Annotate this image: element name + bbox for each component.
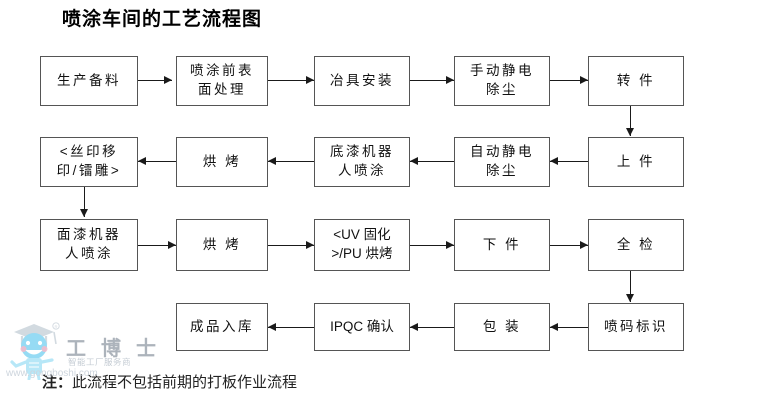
watermark-brand: 工 博 士 bbox=[66, 338, 161, 360]
arrowhead-n2-n3 bbox=[306, 76, 314, 84]
arrowhead-n5-n6 bbox=[626, 128, 634, 136]
arrowhead-n16-n17 bbox=[550, 323, 558, 331]
arrowhead-n9-n10 bbox=[138, 157, 146, 165]
flow-node-ipqc-queren[interactable]: IPQC 确认 bbox=[314, 303, 410, 351]
connector-n18-n19 bbox=[268, 327, 314, 329]
flow-node-zhuanjian[interactable]: 转 件 bbox=[588, 56, 684, 106]
flow-node-chengpin-ruku[interactable]: 成品入库 bbox=[176, 303, 268, 351]
arrowhead-n6-n7 bbox=[550, 157, 558, 165]
flow-node-shangjian[interactable]: 上 件 bbox=[588, 137, 684, 187]
flow-node-diqi-jiqiren-pentu[interactable]: 底漆机器 人喷涂 bbox=[314, 137, 410, 187]
arrowhead-n12-n13 bbox=[306, 241, 314, 249]
flow-node-honghao-1[interactable]: 烘 烤 bbox=[176, 137, 268, 187]
flow-node-xiajian[interactable]: 下 件 bbox=[454, 219, 550, 271]
flow-node-honghao-2[interactable]: 烘 烤 bbox=[176, 219, 268, 271]
connector-n11-n12 bbox=[138, 245, 176, 247]
connector-n10-n11 bbox=[84, 187, 86, 217]
arrowhead-n15-n16 bbox=[626, 294, 634, 302]
connector-n15-n16 bbox=[630, 271, 632, 302]
footer-note-lead: 注： bbox=[42, 375, 73, 391]
arrowhead-n4-n5 bbox=[580, 76, 588, 84]
flow-node-uv-guhua-pu-honghao[interactable]: <UV 固化 >/PU 烘烤 bbox=[314, 219, 410, 271]
flow-node-zidong-jingdian-chuchen[interactable]: 自动静电 除尘 bbox=[454, 137, 550, 187]
connector-n16-n17 bbox=[550, 327, 588, 329]
connector-n9-n10 bbox=[138, 161, 176, 163]
flow-node-quanjian[interactable]: 全 检 bbox=[588, 219, 684, 271]
arrowhead-n7-n8 bbox=[410, 157, 418, 165]
svg-text:R: R bbox=[54, 324, 57, 329]
flow-node-shengchan-beiliao[interactable]: 生产备料 bbox=[40, 56, 138, 106]
arrowhead-n14-n15 bbox=[580, 241, 588, 249]
connector-n1-n2 bbox=[138, 80, 172, 82]
connector-n14-n15 bbox=[550, 245, 588, 247]
arrowhead-n17-n18 bbox=[410, 323, 418, 331]
connector-n3-n4 bbox=[410, 80, 454, 82]
connector-n13-n14 bbox=[410, 245, 454, 247]
connector-n17-n18 bbox=[410, 327, 454, 329]
connector-n6-n7 bbox=[550, 161, 588, 163]
flow-node-penma-biaoshi[interactable]: 喷码标识 bbox=[588, 303, 684, 351]
arrowhead-n8-n9 bbox=[268, 157, 276, 165]
flow-node-baozhuang[interactable]: 包 装 bbox=[454, 303, 550, 351]
arrowhead-n18-n19 bbox=[268, 323, 276, 331]
arrowhead-n10-n11 bbox=[80, 209, 88, 217]
page-title: 喷涂车间的工艺流程图 bbox=[62, 9, 263, 30]
watermark-tagline: 智能工厂服务商 bbox=[68, 357, 132, 367]
flow-node-mianqi-jiqiren-pentu[interactable]: 面漆机器 人喷涂 bbox=[40, 219, 138, 271]
arrowhead-n11-n12 bbox=[168, 241, 176, 249]
connector-n2-n3 bbox=[268, 80, 314, 82]
connector-n12-n13 bbox=[268, 245, 314, 247]
flow-node-siyin-yiyin-leidiao[interactable]: <丝印移 印/镭雕> bbox=[40, 137, 138, 187]
arrowhead-n13-n14 bbox=[446, 241, 454, 249]
footer-note-text: 此流程不包括前期的打板作业流程 bbox=[72, 375, 298, 391]
arrowhead-n3-n4 bbox=[446, 76, 454, 84]
connector-n8-n9 bbox=[268, 161, 314, 163]
connector-n7-n8 bbox=[410, 161, 454, 163]
arrowhead-n1-n2 bbox=[164, 76, 172, 84]
connector-n5-n6 bbox=[630, 106, 632, 136]
flow-node-pentu-qian-biaomian-chuli[interactable]: 喷涂前表 面处理 bbox=[176, 56, 268, 106]
flow-node-shoudong-jingdian-chuchen[interactable]: 手动静电 除尘 bbox=[454, 56, 550, 106]
connector-n4-n5 bbox=[550, 80, 588, 82]
flow-node-yeju-anzhuang[interactable]: 冶具安装 bbox=[314, 56, 410, 106]
footer-note: 注：此流程不包括前期的打板作业流程 bbox=[42, 371, 297, 392]
